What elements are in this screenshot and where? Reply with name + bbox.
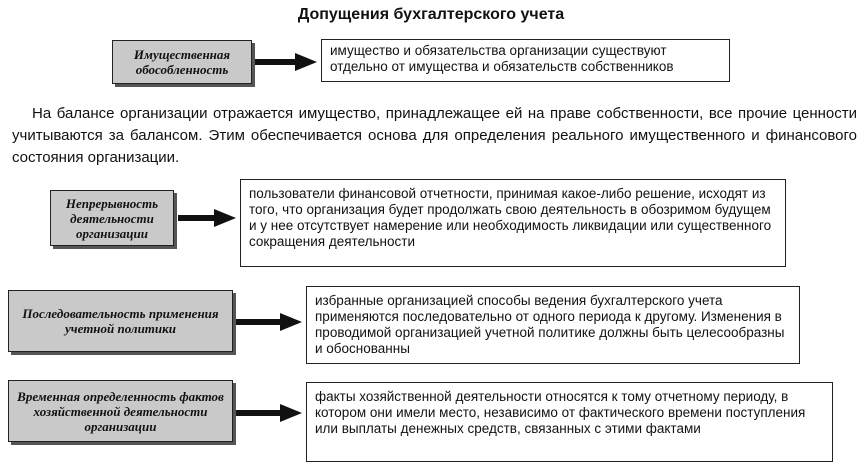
assumption-label-temporal-certainty: Временная определенность фактов хозяйств… — [8, 380, 233, 442]
assumption-description-going-concern: пользователи финансовой отчетности, прин… — [240, 179, 786, 267]
assumption-description-policy-consistency: избранные организацией способы ведения б… — [306, 286, 800, 364]
assumption-description-temporal-certainty: факты хозяйственной деятельности относят… — [306, 382, 833, 462]
assumption-label-policy-consistency: Последовательность применения учетной по… — [8, 290, 233, 352]
assumption-description-property-separation: имущество и обязательства организации су… — [321, 39, 730, 82]
arrow-right-icon — [178, 209, 236, 227]
assumption-label-property-separation: Имущественная обособленность — [112, 40, 252, 84]
arrow-right-icon — [236, 313, 302, 331]
assumption-label-going-concern: Непрерывность деятельности организации — [50, 190, 174, 246]
arrow-right-icon — [255, 53, 317, 71]
arrow-right-icon — [236, 404, 302, 422]
balance-paragraph: На балансе организации отражается имущес… — [12, 105, 857, 166]
diagram-title: Допущения бухгалтерского учета — [297, 6, 565, 23]
